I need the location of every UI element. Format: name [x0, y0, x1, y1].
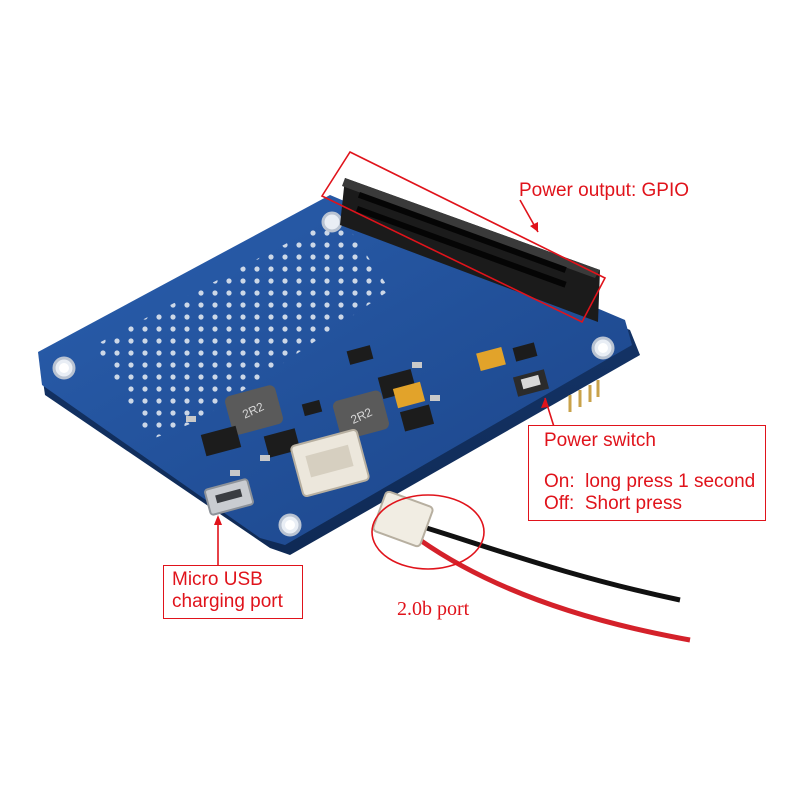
battery-connector — [290, 428, 370, 498]
gpio-label: Power output: GPIO — [519, 180, 690, 201]
switch-off-text: Off: Short press — [544, 493, 682, 514]
micro-usb-port — [204, 478, 254, 516]
micro-usb-callout: Micro USB charging port — [163, 565, 303, 619]
switch-on-text: On: long press 1 second — [544, 471, 756, 492]
gpio-highlight-frame — [320, 150, 607, 324]
header-pins — [568, 380, 600, 412]
annotation-shapes — [214, 150, 607, 570]
inductor-left: 2R2 — [225, 385, 283, 435]
port-label: 2.0b port — [397, 598, 470, 620]
inductor-right: 2R2 — [333, 390, 389, 440]
gpio-header — [340, 178, 600, 322]
power-switch-callout: Power switch On: long press 1 second Off… — [528, 425, 766, 521]
switch-title: Power switch — [544, 430, 656, 451]
usb-line-2: charging port — [172, 591, 283, 612]
usb-line-1: Micro USB — [172, 569, 263, 590]
power-switch — [512, 369, 550, 397]
port-ellipse — [371, 494, 485, 570]
